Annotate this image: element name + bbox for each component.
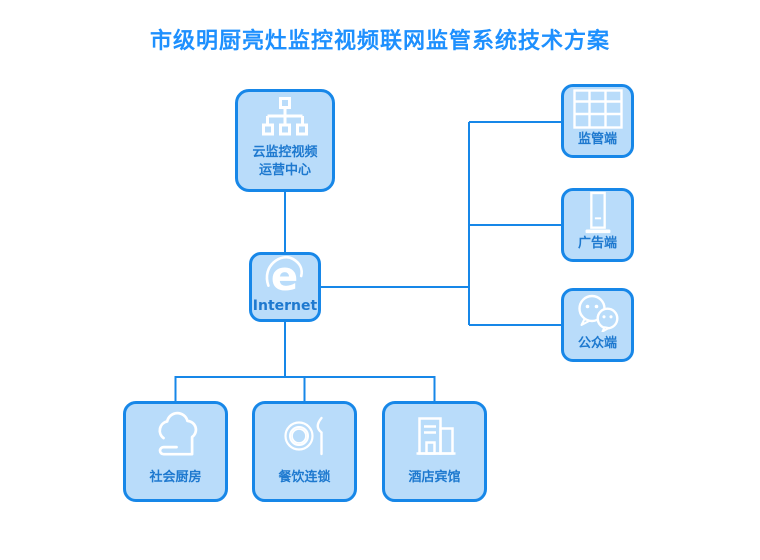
node-label: 餐饮连锁 — [278, 469, 331, 485]
node-internet: e Internet — [249, 252, 321, 322]
node-label: 广告端 — [577, 236, 617, 251]
node-public-terminal: 公众端 — [561, 288, 634, 362]
table-grid-icon — [564, 87, 631, 131]
ie-browser-icon: e — [252, 255, 318, 297]
node-restaurant-chain: 餐饮连锁 — [252, 401, 357, 502]
node-label: 社会厨房 — [149, 469, 202, 485]
buildings-icon — [385, 404, 484, 469]
node-cloud-center: 云监控视频 运营中心 — [235, 89, 335, 192]
chef-hat-icon — [126, 404, 225, 469]
signage-icon — [564, 191, 631, 235]
plate-knife-icon — [255, 404, 354, 469]
node-label: 监管端 — [577, 131, 617, 147]
node-label: Internet — [252, 298, 318, 314]
node-label: 云监控视频 运营中心 — [252, 144, 318, 178]
node-advertising-terminal: 广告端 — [561, 188, 634, 262]
node-community-kitchen: 社会厨房 — [123, 401, 228, 502]
org-chart-icon — [238, 92, 332, 144]
node-label: 酒店宾馆 — [408, 469, 461, 485]
node-hotel: 酒店宾馆 — [382, 401, 487, 502]
wechat-icon — [564, 291, 631, 335]
node-label: 公众端 — [577, 335, 617, 351]
node-supervision-terminal: 监管端 — [561, 84, 634, 158]
svg-text:e: e — [271, 255, 298, 297]
diagram-title: 市级明厨亮灶监控视频联网监管系统技术方案 — [149, 29, 610, 54]
